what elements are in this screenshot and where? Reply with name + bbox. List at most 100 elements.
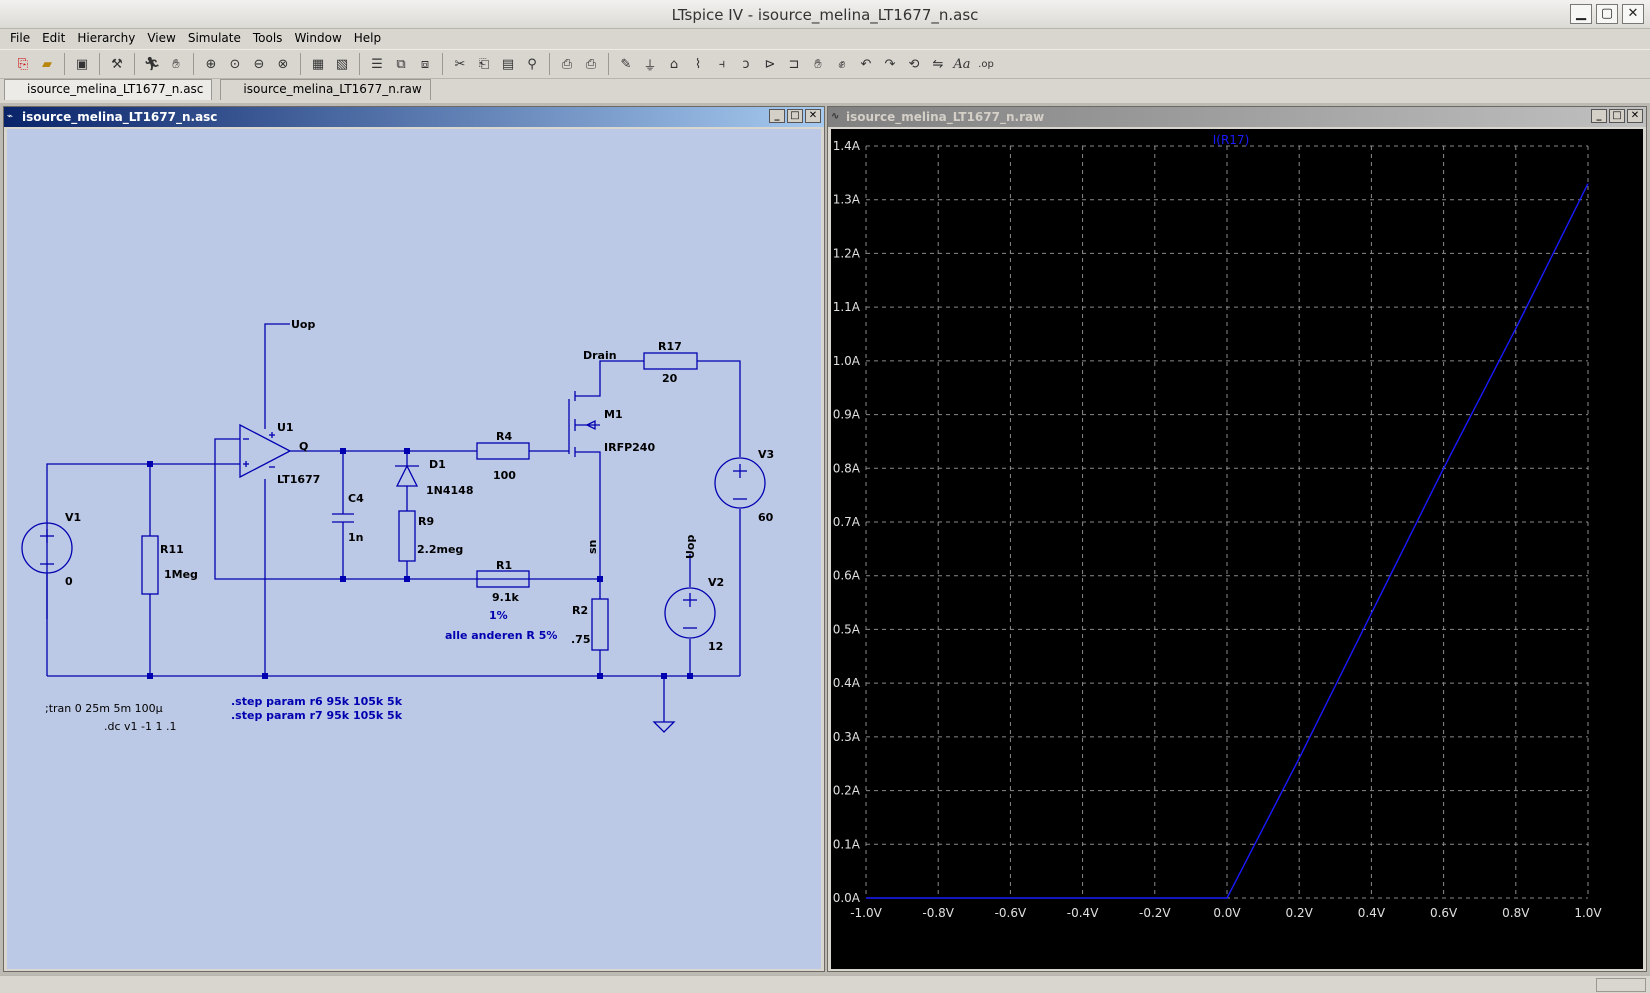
schematic-window-titlebar[interactable]: ⌁ isource_melina_LT1677_n.asc _ □ ✕ [4, 107, 824, 127]
waveform-plot[interactable]: 0.0A0.1A0.2A0.3A0.4A0.5A0.6A0.7A0.8A0.9A… [831, 129, 1643, 969]
label-d1: D1 [429, 458, 446, 471]
r4-resistor[interactable] [476, 442, 530, 460]
diode-icon[interactable]: ⊳ [764, 56, 776, 72]
minimize-icon[interactable]: ▁ [1570, 4, 1592, 24]
text-icon[interactable]: Aa [953, 56, 971, 72]
close-icon[interactable]: ✕ [1622, 4, 1644, 24]
cut-icon[interactable]: ✂ [454, 56, 466, 72]
u1-opamp[interactable] [239, 423, 292, 479]
y-tick-label: 0.0A [833, 891, 861, 905]
menu-view[interactable]: View [147, 31, 176, 45]
component-icon[interactable]: ⊐ [788, 56, 800, 72]
run-icon[interactable]: 🏃︎ [143, 56, 161, 72]
ground-icon[interactable]: ⏚ [643, 58, 657, 74]
print-icon[interactable]: ⎙ [585, 56, 597, 72]
directive-dc[interactable]: .dc v1 -1 1 .1 [104, 720, 176, 733]
schematic-canvas[interactable]: Uop U1 LT1677 Q V1 0 R11 1Meg C4 1n D1 1… [7, 129, 821, 969]
resistor-icon[interactable]: ⌇ [694, 56, 702, 72]
redo-icon[interactable]: ↷ [884, 56, 896, 72]
x-tick-label: -1.0V [850, 906, 882, 920]
menu-file[interactable]: File [10, 31, 31, 45]
undo-icon[interactable]: ↶ [860, 56, 872, 72]
find-icon[interactable]: ⚲ [527, 56, 537, 72]
v2-source[interactable] [664, 587, 716, 639]
r9-resistor[interactable] [398, 510, 416, 562]
v3-source[interactable] [714, 457, 766, 509]
label-v2: V2 [708, 576, 724, 589]
y-tick-label: 0.4A [833, 676, 861, 690]
y-tick-label: 0.7A [833, 515, 861, 529]
menubar: File Edit Hierarchy View Simulate Tools … [0, 29, 1650, 49]
drag-icon[interactable]: ✊︎ [838, 56, 846, 72]
directive-step1[interactable]: .step param r6 95k 105k 5k [231, 695, 403, 708]
autorange-icon[interactable]: ▦ [311, 56, 325, 72]
tile-horizontal-icon[interactable]: ☰ [371, 56, 383, 72]
r1-resistor[interactable] [476, 570, 530, 588]
label-r9-val: 2.2meg [417, 543, 463, 556]
pan-icon[interactable]: ⊙ [229, 56, 241, 72]
child-minimize-icon[interactable]: _ [1591, 109, 1607, 123]
label-v1-val: 0 [65, 575, 73, 588]
save-icon[interactable]: ▣ [75, 56, 89, 72]
tab-waveform[interactable]: isource_melina_LT1677_n.raw [220, 79, 431, 100]
spice-directive-icon[interactable]: .op [978, 58, 994, 70]
y-tick-label: 0.1A [833, 837, 861, 851]
waveform-window-titlebar[interactable]: ∿ isource_melina_LT1677_n.raw _ □ ✕ [828, 107, 1646, 127]
x-tick-label: 0.6V [1430, 906, 1458, 920]
draw-wire-icon[interactable]: ✎ [620, 56, 632, 72]
cascade-icon[interactable]: ⧉ [396, 56, 406, 72]
tile-vertical-icon[interactable]: ⧈ [420, 56, 430, 72]
child-close-icon[interactable]: ✕ [1627, 109, 1643, 123]
menu-hierarchy[interactable]: Hierarchy [77, 31, 136, 45]
zoom-in-icon[interactable]: ⊕ [205, 56, 217, 72]
new-schematic-icon[interactable]: ⎘ [17, 56, 29, 72]
child-maximize-icon[interactable]: □ [787, 109, 803, 123]
child-maximize-icon[interactable]: □ [1609, 109, 1625, 123]
control-panel-icon[interactable]: ⚒ [111, 56, 123, 72]
zoom-out-icon[interactable]: ⊖ [253, 56, 265, 72]
rotate-icon[interactable]: ⟲ [908, 56, 920, 72]
menu-help[interactable]: Help [353, 31, 382, 45]
waveform-icon: ∿ [831, 111, 840, 122]
r17-resistor[interactable] [643, 352, 698, 370]
y-tick-label: 0.8A [833, 461, 861, 475]
maximize-icon[interactable]: ▢ [1596, 4, 1618, 24]
menu-window[interactable]: Window [294, 31, 342, 45]
menu-edit[interactable]: Edit [42, 31, 66, 45]
label-net-icon[interactable]: ⌂ [669, 56, 679, 72]
d1-diode[interactable] [395, 464, 419, 487]
label-v3-val: 60 [758, 511, 774, 524]
child-minimize-icon[interactable]: _ [769, 109, 785, 123]
inductor-icon[interactable]: ↄ [742, 56, 750, 72]
tab-schematic[interactable]: isource_melina_LT1677_n.asc [4, 79, 213, 100]
print-preview-icon[interactable]: ⎙ [561, 56, 573, 72]
zoom-fit-icon[interactable]: ⊗ [277, 56, 289, 72]
trace-label[interactable]: I(R17) [1213, 133, 1250, 147]
r11-resistor[interactable] [141, 535, 159, 595]
copy-icon[interactable]: ⎗ [478, 56, 490, 72]
y-tick-label: 0.6A [833, 569, 861, 583]
menu-simulate[interactable]: Simulate [187, 31, 241, 45]
source-symbols [40, 419, 747, 629]
menu-tools[interactable]: Tools [252, 31, 283, 45]
paste-icon[interactable]: ▤ [501, 56, 515, 72]
trace-i-r17[interactable] [866, 183, 1589, 899]
r2-resistor[interactable] [591, 598, 609, 651]
grid-icon[interactable]: ▧ [335, 56, 349, 72]
mdi-area: ⌁ isource_melina_LT1677_n.asc _ □ ✕ [0, 103, 1650, 975]
directive-step2[interactable]: .step param r7 95k 105k 5k [231, 709, 403, 722]
label-sn: sn [586, 540, 599, 554]
statusbar [0, 975, 1650, 993]
y-tick-label: 1.1A [833, 300, 861, 314]
y-tick-label: 0.9A [833, 408, 861, 422]
move-icon[interactable]: ✋︎ [814, 56, 822, 72]
capacitor-icon[interactable]: ⫞ [718, 56, 726, 72]
halt-icon[interactable]: ✋︎ [172, 56, 180, 72]
label-v1: V1 [65, 511, 81, 524]
open-folder-icon[interactable]: ▰ [42, 56, 52, 72]
child-close-icon[interactable]: ✕ [805, 109, 821, 123]
directive-tran[interactable]: ;tran 0 25m 5m 100µ [45, 702, 163, 715]
v1-source[interactable] [21, 522, 73, 574]
y-tick-label: 0.2A [833, 784, 861, 798]
mirror-icon[interactable]: ⇋ [932, 56, 944, 72]
